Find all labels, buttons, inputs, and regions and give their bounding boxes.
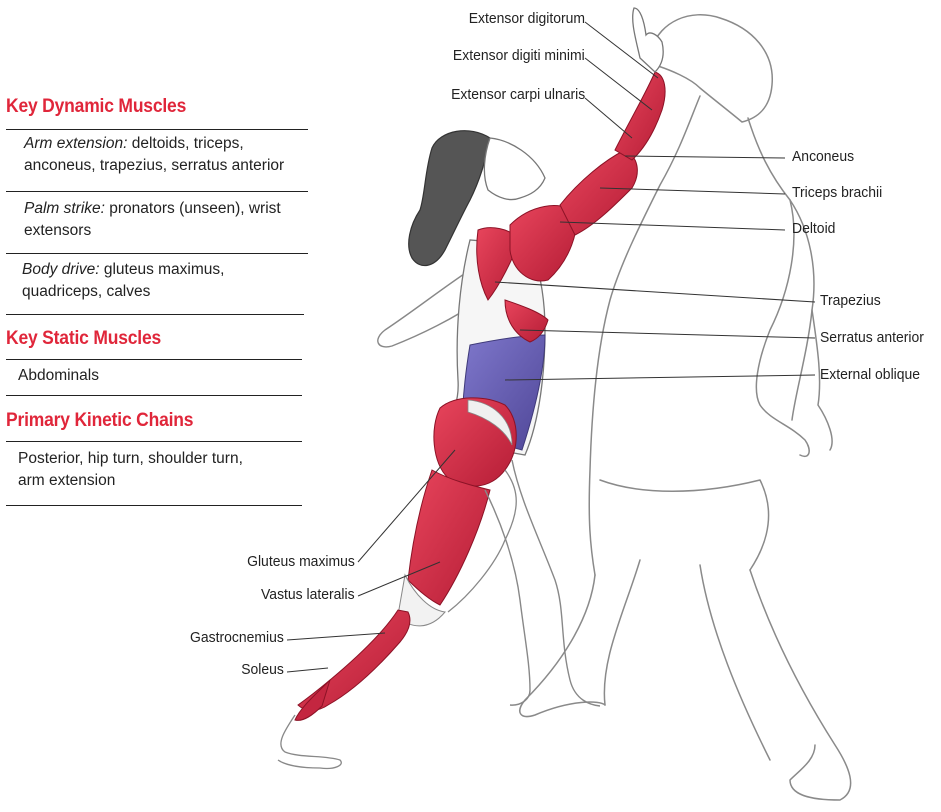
striker-front-leg-inner <box>485 490 530 705</box>
label-extensor-digiti-minimi: Extensor digiti minimi <box>453 47 585 64</box>
leader-external-oblique <box>505 375 815 380</box>
forearm-extensor-muscles <box>615 72 665 160</box>
label-extensor-digitorum: Extensor digitorum <box>469 10 585 27</box>
label-vastus-lateralis: Vastus lateralis <box>261 586 355 603</box>
label-soleus: Soleus <box>241 661 284 678</box>
striker-figure <box>278 8 665 768</box>
leader-serratus-anterior <box>520 330 815 338</box>
opponent-hips <box>600 480 769 570</box>
label-gluteus-maximus: Gluteus maximus <box>247 553 355 570</box>
leader-extensor-carpi-ulnaris <box>585 98 632 138</box>
label-extensor-carpi-ulnaris: Extensor carpi ulnaris <box>451 86 585 103</box>
opponent-figure <box>520 15 851 800</box>
opponent-right-leg-inner <box>700 565 770 760</box>
opponent-right-leg <box>750 570 851 800</box>
label-gastrocnemius: Gastrocnemius <box>190 629 284 646</box>
label-deltoid: Deltoid <box>792 220 835 237</box>
label-trapezius: Trapezius <box>820 292 881 309</box>
leader-soleus <box>287 668 328 672</box>
label-external-oblique: External oblique <box>820 366 920 383</box>
striker-foot <box>278 715 341 768</box>
striker-front-leg <box>512 460 600 706</box>
striker-head <box>484 138 545 200</box>
label-anconeus: Anconeus <box>792 148 854 165</box>
leader-gastrocnemius <box>287 633 385 640</box>
opponent-head <box>652 15 772 122</box>
leader-anconeus <box>625 156 785 158</box>
leader-deltoid <box>560 222 785 230</box>
label-serratus-anterior: Serratus anterior <box>820 329 924 346</box>
label-triceps-brachii: Triceps brachii <box>792 184 882 201</box>
opponent-arm <box>756 200 809 456</box>
opponent-left-leg-inner <box>604 560 640 705</box>
leader-lines <box>287 22 815 672</box>
opponent-left-leg <box>520 575 605 717</box>
